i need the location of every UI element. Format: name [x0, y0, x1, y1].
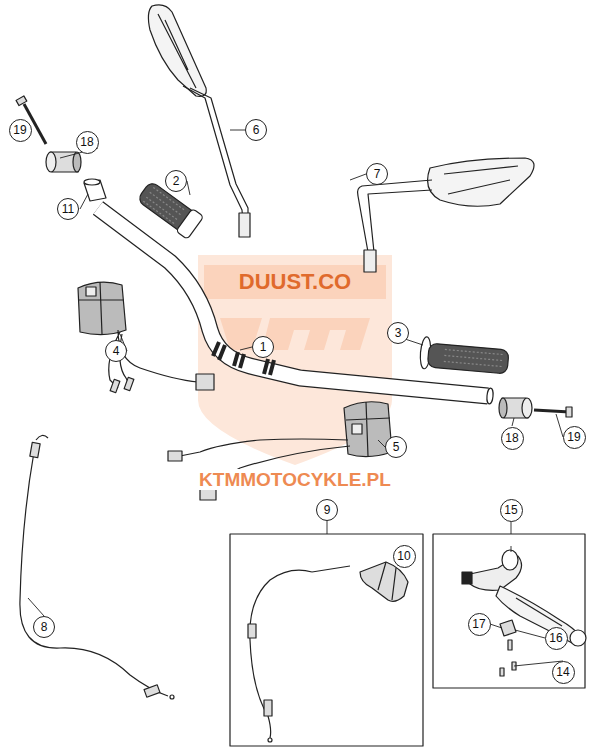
callout-number: 16	[545, 627, 568, 650]
callout-text: 18	[80, 136, 93, 148]
callout-number: 19	[9, 119, 32, 142]
callout-number: 19	[563, 426, 586, 449]
callout-text: 19	[13, 124, 26, 136]
right-grip	[419, 336, 509, 376]
callout-number: 6	[245, 119, 267, 141]
callout-text: 5	[393, 441, 400, 453]
callout-text: 15	[504, 504, 517, 516]
sleeve	[84, 179, 106, 201]
callout-number: 18	[76, 131, 99, 154]
callout-number: 17	[468, 613, 491, 636]
callout-text: 16	[549, 632, 562, 644]
callout-text: 14	[556, 666, 569, 678]
callout-text: 17	[472, 618, 485, 630]
callout-number: 2	[165, 170, 187, 192]
callout-text: 2	[173, 175, 180, 187]
leader-lines	[28, 130, 563, 666]
callout-text: 7	[374, 168, 381, 180]
callout-text: 6	[253, 124, 260, 136]
callout-number: 5	[385, 436, 407, 458]
throttle-cable	[20, 435, 174, 699]
clutch-lever-set	[433, 534, 586, 688]
callout-text: 10	[397, 550, 410, 562]
callout-text: 11	[62, 203, 74, 215]
right-mirror	[358, 158, 535, 272]
clutch-cable-set	[230, 534, 423, 746]
callout-number: 1	[252, 336, 274, 358]
callout-number: 8	[33, 616, 55, 638]
callout-text: 19	[567, 431, 580, 443]
watermark-text: DUUST.CO	[236, 270, 354, 294]
callout-number: 18	[501, 427, 524, 450]
callout-text: 4	[113, 345, 120, 357]
callout-number: 14	[552, 661, 575, 684]
callout-text: 9	[324, 504, 331, 516]
callout-number: 4	[105, 340, 127, 362]
callout-text: 18	[505, 432, 518, 444]
handlebar	[98, 208, 494, 404]
left-switch	[78, 282, 214, 393]
bar-ends	[16, 96, 572, 418]
callout-text: 1	[260, 341, 267, 353]
callout-number: 3	[387, 322, 409, 344]
callout-number: 7	[366, 163, 388, 185]
callout-number: 9	[316, 499, 338, 521]
watermark-text: KTMMOTOCYKLE.PL	[196, 469, 394, 490]
callout-text: 8	[41, 621, 48, 633]
callout-number: 10	[393, 545, 416, 568]
callout-number: 15	[500, 499, 523, 522]
callout-text: 3	[395, 327, 402, 339]
callout-number: 11	[57, 198, 79, 220]
